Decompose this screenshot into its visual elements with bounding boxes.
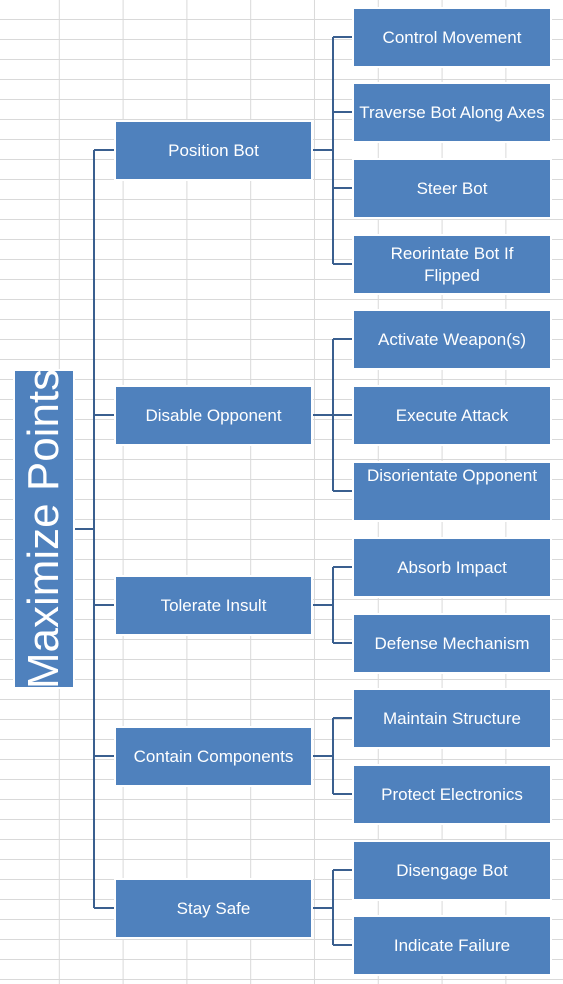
root-node-label: Maximize Points xyxy=(19,368,68,690)
node-position-bot[interactable]: Position Bot xyxy=(116,122,311,179)
node-disable-opponent[interactable]: Disable Opponent xyxy=(116,387,311,444)
node-label: Protect Electronics xyxy=(381,784,523,804)
node-protect-electronics[interactable]: Protect Electronics xyxy=(354,766,550,823)
node-disengage-bot[interactable]: Disengage Bot xyxy=(354,842,550,899)
node-tolerate-insult[interactable]: Tolerate Insult xyxy=(116,577,311,634)
node-label: Execute Attack xyxy=(395,405,509,425)
node-execute-attack[interactable]: Execute Attack xyxy=(354,387,550,444)
node-label: Steer Bot xyxy=(416,178,488,198)
node-absorb-impact[interactable]: Absorb Impact xyxy=(354,539,550,596)
group-connector-tolerate-insult xyxy=(311,566,354,644)
node-label: Indicate Failure xyxy=(393,935,511,955)
node-steer-bot[interactable]: Steer Bot xyxy=(354,160,550,217)
node-label: Contain Components xyxy=(133,746,294,766)
node-disorientate-opponent[interactable]: Disorientate Opponent xyxy=(354,463,550,520)
node-label: Control Movement xyxy=(382,27,522,47)
node-traverse-bot-along-axes[interactable]: Traverse Bot Along Axes xyxy=(354,84,550,141)
node-indicate-failure[interactable]: Indicate Failure xyxy=(354,917,550,974)
node-label: Reorintate Bot If Flipped xyxy=(390,243,514,285)
node-label: Disorientate Opponent xyxy=(366,466,538,485)
node-label: Position Bot xyxy=(168,140,259,160)
group-connector-stay-safe xyxy=(311,869,354,946)
node-label: Disable Opponent xyxy=(145,405,282,425)
node-control-movement[interactable]: Control Movement xyxy=(354,9,550,66)
node-label: Tolerate Insult xyxy=(160,595,267,615)
node-label: Traverse Bot Along Axes xyxy=(359,102,545,122)
node-defense-mechanism[interactable]: Defense Mechanism xyxy=(354,615,550,672)
node-activate-weapons[interactable]: Activate Weapon(s) xyxy=(354,311,550,368)
node-label: Defense Mechanism xyxy=(374,633,530,653)
group-connector-contain-components xyxy=(311,717,354,795)
node-maintain-structure[interactable]: Maintain Structure xyxy=(354,690,550,747)
node-label: Stay Safe xyxy=(176,898,251,918)
node-label: Activate Weapon(s) xyxy=(377,329,527,349)
root-node[interactable]: Maximize Points xyxy=(15,368,73,690)
node-contain-components[interactable]: Contain Components xyxy=(116,728,311,785)
node-label: Absorb Impact xyxy=(397,557,507,577)
group-connector-position-bot xyxy=(311,36,354,265)
node-reorientate-bot-if-flipped[interactable]: Reorintate Bot If Flipped xyxy=(354,236,550,293)
node-label: Disengage Bot xyxy=(396,860,508,880)
group-connector-disable-opponent xyxy=(311,338,354,492)
node-stay-safe[interactable]: Stay Safe xyxy=(116,880,311,937)
node-label: Maintain Structure xyxy=(383,708,521,728)
